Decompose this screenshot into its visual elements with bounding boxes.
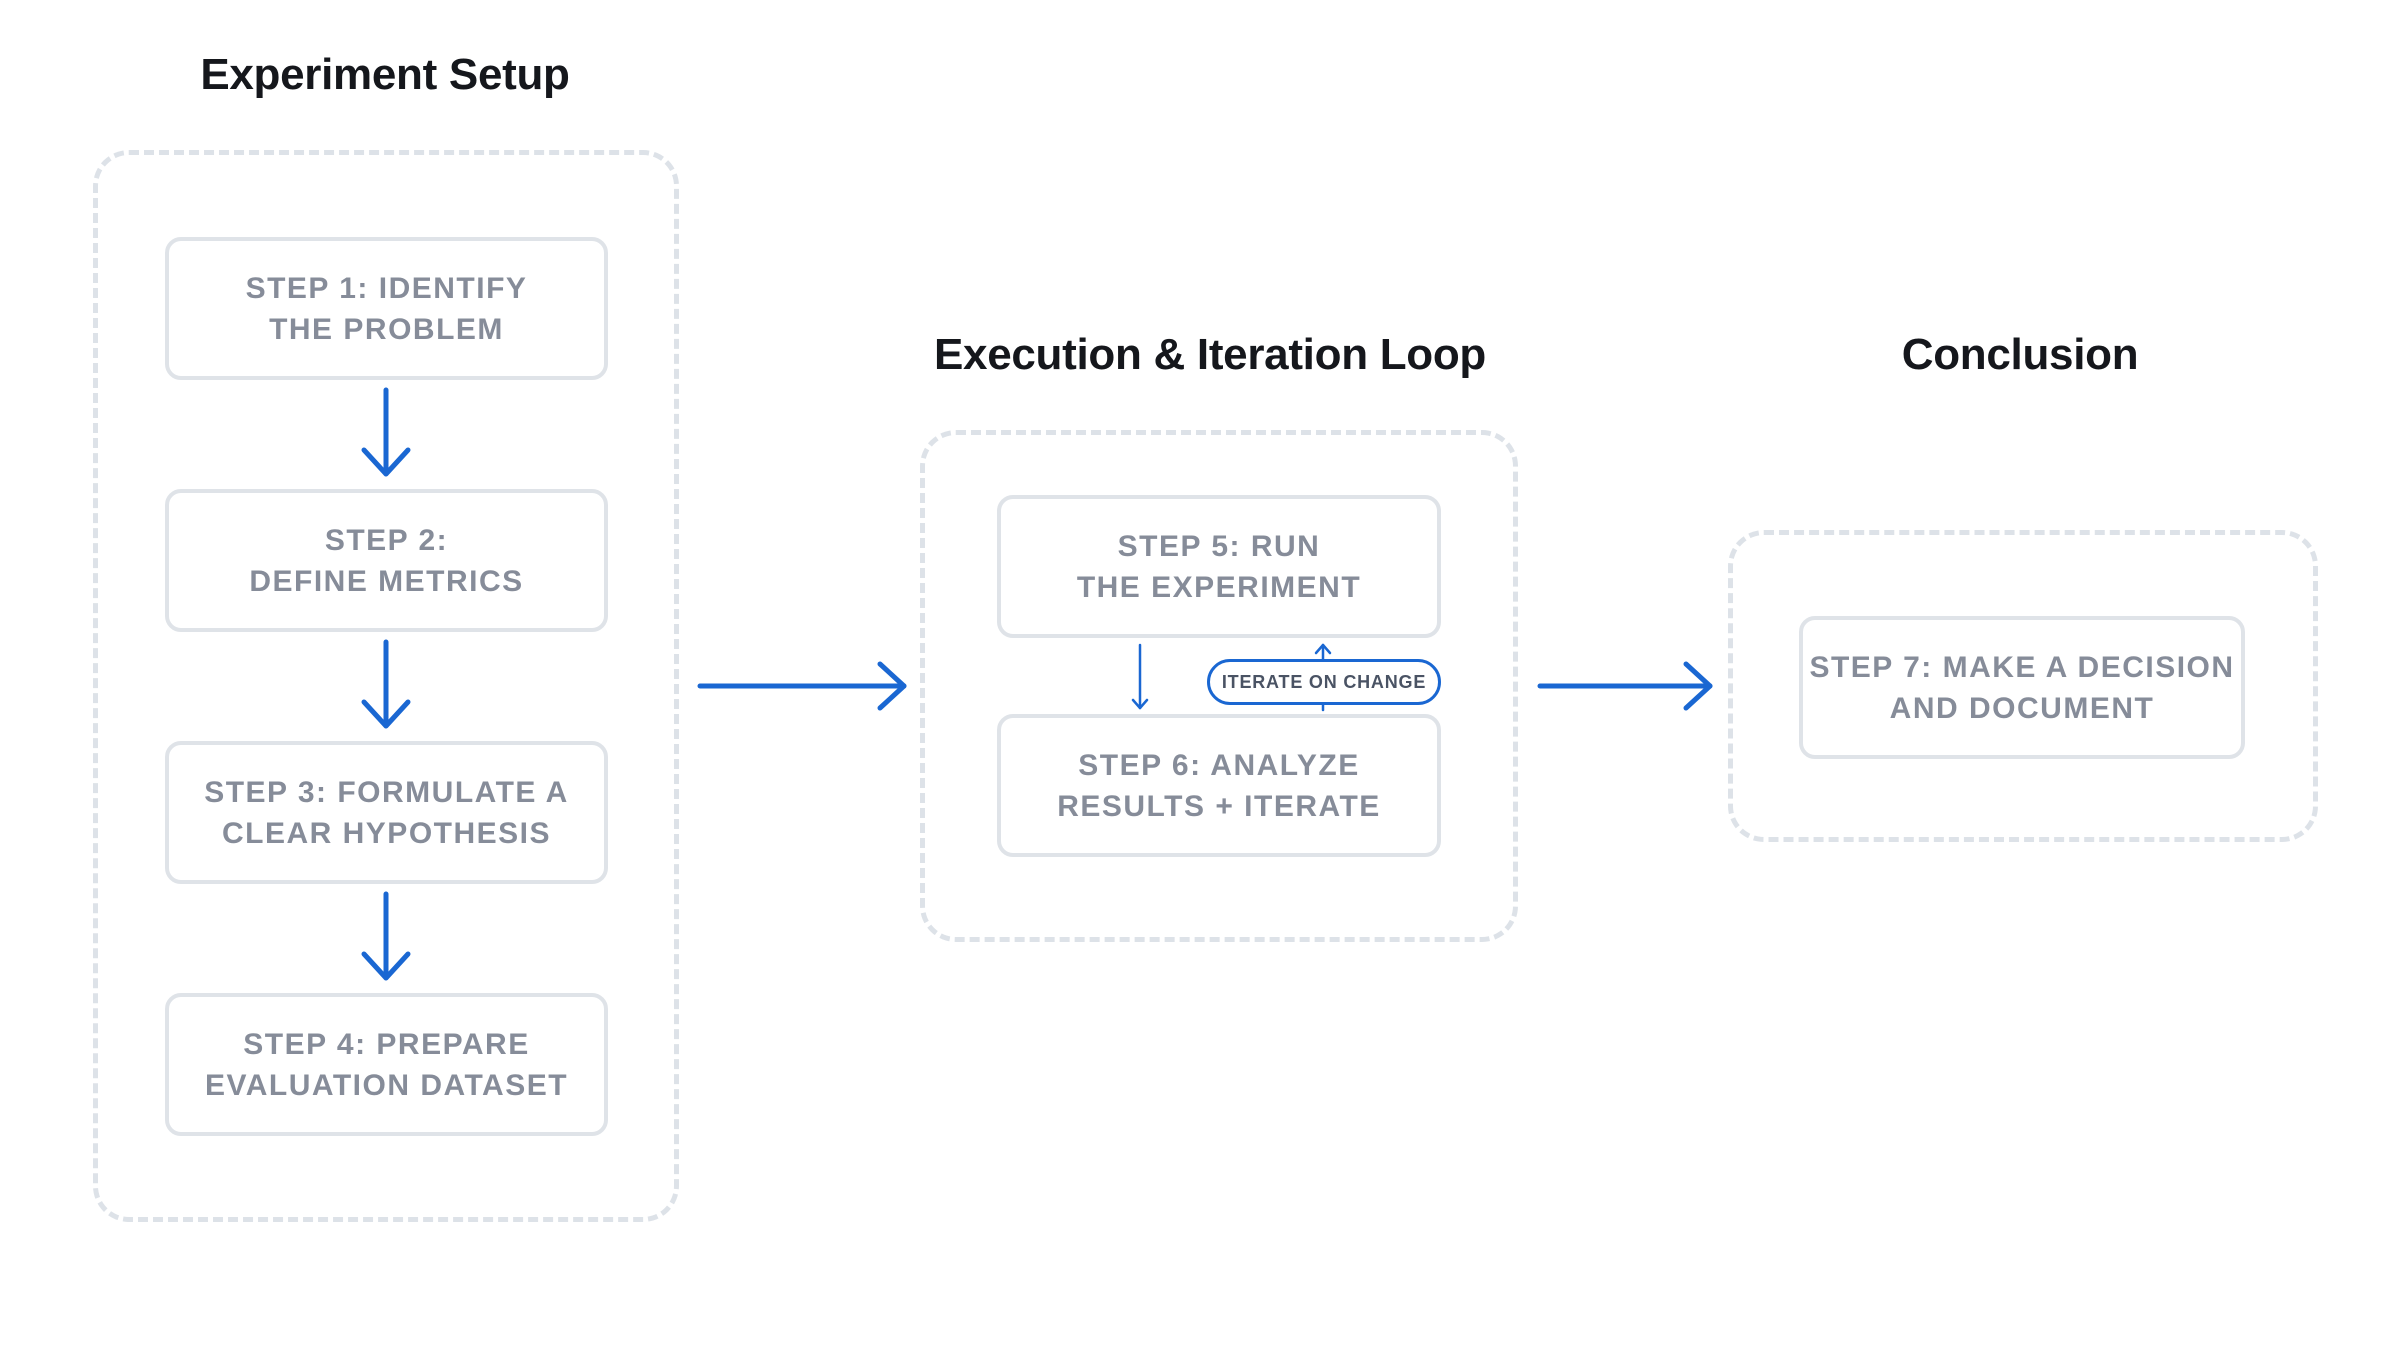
section-title-conclusion: Conclusion [1901,330,2139,379]
step-5-line2: THE EXPERIMENT [1076,570,1362,604]
setup-group [93,150,679,1222]
arrow-step5-to-step6 [1131,643,1149,710]
execution-group [920,430,1518,942]
step-5-line1: STEP 5: RUN [1117,529,1321,563]
step-1-line1: STEP 1: IDENTIFY [245,271,528,305]
step-7-box: STEP 7: MAKE A DECISION AND DOCUMENT [1799,616,2245,759]
step-5-box: STEP 5: RUN THE EXPERIMENT [997,495,1441,638]
step-6-line2: RESULTS + ITERATE [1057,789,1381,823]
step-4-line2: EVALUATION DATASET [204,1068,569,1102]
step-6-line1: STEP 6: ANALYZE [1078,748,1360,782]
step-7-line1: STEP 7: MAKE A DECISION [1809,650,2235,684]
step-3-box: STEP 3: FORMULATE A CLEAR HYPOTHESIS [165,741,608,884]
step-4-line1: STEP 4: PREPARE [243,1027,530,1061]
arrow-execution-to-conclusion [1537,661,1713,711]
section-title-execution: Execution & Iteration Loop [934,330,1486,379]
section-title-setup: Experiment Setup [200,50,570,99]
step-6-box: STEP 6: ANALYZE RESULTS + ITERATE [997,714,1441,857]
arrow-setup-to-execution [697,661,907,711]
step-2-box: STEP 2: DEFINE METRICS [165,489,608,632]
arrow-step3-to-step4 [361,891,411,981]
step-2-line1: STEP 2: [324,523,449,557]
step-3-line1: STEP 3: FORMULATE A [204,775,569,809]
arrow-step1-to-step2 [361,387,411,477]
step-1-line2: THE PROBLEM [269,312,504,346]
step-7-line2: AND DOCUMENT [1889,691,2155,725]
step-3-line2: CLEAR HYPOTHESIS [221,816,552,850]
step-2-line2: DEFINE METRICS [249,564,524,598]
step-4-box: STEP 4: PREPARE EVALUATION DATASET [165,993,608,1136]
iterate-on-change-label: ITERATE ON CHANGE [1207,659,1441,705]
arrow-step2-to-step3 [361,639,411,729]
step-1-box: STEP 1: IDENTIFY THE PROBLEM [165,237,608,380]
conclusion-group [1728,530,2318,842]
